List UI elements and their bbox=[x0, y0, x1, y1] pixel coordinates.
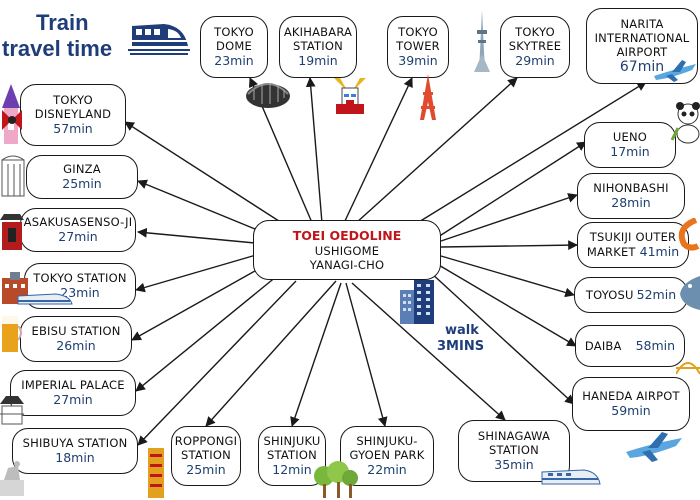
arrow-to-imperial-palace bbox=[135, 275, 278, 392]
diagram-title-line2: travel time bbox=[2, 36, 113, 61]
travel-time: 26min bbox=[56, 338, 96, 353]
statue-icon bbox=[0, 461, 24, 496]
arrow-to-tokyo-tower bbox=[343, 77, 413, 224]
travel-time: 19min bbox=[298, 53, 338, 68]
dest-shibuya-station: SHIBUYA STATION 18min bbox=[12, 428, 138, 474]
travel-time: 25min bbox=[186, 462, 226, 477]
robot-mascot-icon bbox=[334, 78, 366, 114]
arrow-to-tokyo-disneyland bbox=[124, 121, 283, 224]
dest-ueno: UENO 17min bbox=[584, 122, 676, 168]
arrow-to-shinjuku-gyoen-park bbox=[345, 282, 388, 427]
travel-time: 59min bbox=[611, 403, 651, 418]
arrow-to-daiba bbox=[436, 263, 577, 347]
travel-time: 58min bbox=[635, 338, 676, 353]
arrow-to-shinagawa-station bbox=[351, 282, 506, 421]
travel-time: 57min bbox=[53, 121, 93, 136]
travel-time: 25min bbox=[62, 176, 102, 191]
travel-time: 18min bbox=[55, 450, 95, 465]
dest-roppongi-station: ROPPONGI STATION 25min bbox=[171, 426, 241, 486]
arrow-to-nihonbashi bbox=[440, 193, 578, 242]
arrow-to-roppongi-station bbox=[205, 280, 337, 427]
arrow-to-haneda-airport bbox=[429, 271, 575, 405]
bullet-train-icon bbox=[128, 24, 190, 55]
station-name-1: USHIGOME bbox=[314, 244, 380, 258]
arrow-to-tokyo-skytree bbox=[355, 77, 518, 224]
travel-time: 67min bbox=[619, 59, 665, 75]
walk-time: 3MINS bbox=[437, 339, 485, 354]
bridge-icon bbox=[676, 362, 700, 375]
building-icon bbox=[400, 280, 434, 324]
dome-icon bbox=[246, 83, 290, 108]
train-side-icon bbox=[541, 469, 601, 485]
dest-haneda-airport: HANEDA AIRPOT 59min bbox=[572, 377, 690, 431]
ginza-building-icon bbox=[1, 155, 25, 197]
travel-time: 29min bbox=[515, 53, 555, 68]
arrow-to-toyosu bbox=[440, 255, 575, 298]
panda-icon bbox=[670, 102, 700, 144]
travel-time: 28min bbox=[611, 195, 651, 210]
line-name: TOEI OEDOLINE bbox=[292, 228, 402, 243]
walk-label: walk bbox=[445, 323, 479, 338]
arrow-to-tokyo-station bbox=[135, 254, 257, 293]
travel-time: 41min bbox=[639, 244, 680, 259]
arrow-to-ebisu-station bbox=[131, 266, 263, 341]
center-station-box: TOEI OEDOLINE USHIGOME YANAGI-CHO bbox=[253, 220, 441, 280]
dest-asakusa-senso-ji: ASAKUSASENSO-JI 27min bbox=[20, 208, 136, 252]
dest-tsukiji-outer-market: TSUKIJI OUTER MARKET 41min bbox=[577, 222, 689, 268]
dest-shinjuku-station: SHINJUKU STATION 12min bbox=[258, 426, 326, 486]
palace-icon bbox=[0, 396, 24, 425]
arrow-to-tsukiji-outer-market bbox=[440, 240, 578, 251]
station-name-2: YANAGI-CHO bbox=[309, 258, 385, 272]
dest-shinagawa-station: SHINAGAWA STATION 35min bbox=[458, 420, 570, 482]
dest-ginza: GINZA 25min bbox=[26, 155, 138, 199]
dest-nihonbashi: NIHONBASHI 28min bbox=[577, 173, 685, 219]
tokyo-tower-icon bbox=[420, 74, 436, 120]
beer-glass-icon bbox=[2, 316, 22, 352]
travel-time: 27min bbox=[58, 229, 98, 244]
travel-time: 12min bbox=[272, 462, 312, 477]
dest-tokyo-skytree: TOKYO SKYTREE 29min bbox=[500, 16, 570, 78]
dest-imperial-palace: IMPERIAL PALACE 27min bbox=[10, 370, 136, 416]
arrow-to-ueno bbox=[437, 141, 587, 238]
diagram-title-line1: Train bbox=[36, 10, 89, 35]
travel-time: 27min bbox=[53, 392, 93, 407]
dest-tokyo-disneyland: TOKYO DISNEYLAND 57min bbox=[20, 84, 126, 146]
roppongi-hills-icon bbox=[148, 448, 164, 498]
shinkansen-icon bbox=[17, 293, 73, 305]
travel-time: 17min bbox=[610, 144, 650, 159]
travel-time: 22min bbox=[367, 462, 407, 477]
travel-time: 39min bbox=[398, 53, 438, 68]
fish-icon bbox=[680, 276, 700, 310]
travel-time: 35min bbox=[494, 457, 534, 472]
arrow-to-asakusa-senso-ji bbox=[137, 227, 256, 244]
travel-time: 23min bbox=[214, 53, 254, 68]
dest-akihabara-station: AKIHABARA STATION 19min bbox=[279, 16, 357, 78]
arrow-to-akihabara-station bbox=[305, 77, 323, 224]
travel-time: 23min bbox=[60, 285, 100, 300]
airplane-icon-2 bbox=[626, 432, 682, 462]
travel-time: 52min bbox=[636, 287, 677, 302]
airplane-icon bbox=[654, 60, 696, 82]
skytree-icon bbox=[474, 10, 490, 72]
shrimp-icon bbox=[678, 218, 700, 251]
dest-daiba: DAIBA 58min bbox=[575, 325, 685, 367]
dest-shinjuku-gyoen-park: SHINJUKU- GYOEN PARK 22min bbox=[340, 426, 434, 486]
dest-tokyo-dome: TOKYO DOME 23min bbox=[200, 16, 268, 78]
dest-toyosu: TOYOSU 52min bbox=[574, 277, 688, 313]
temple-gate-icon bbox=[0, 214, 24, 250]
arrow-to-narita-airport bbox=[413, 81, 647, 226]
arrow-to-ginza bbox=[137, 179, 261, 232]
dest-ebisu-station: EBISU STATION 26min bbox=[20, 316, 132, 362]
trees-icon bbox=[314, 461, 358, 498]
arrow-to-shibuya-station bbox=[137, 280, 297, 446]
arrow-to-shinjuku-station bbox=[290, 282, 342, 427]
dest-tokyo-tower: TOKYO TOWER 39min bbox=[387, 16, 449, 78]
ribbon-icon bbox=[2, 110, 22, 130]
